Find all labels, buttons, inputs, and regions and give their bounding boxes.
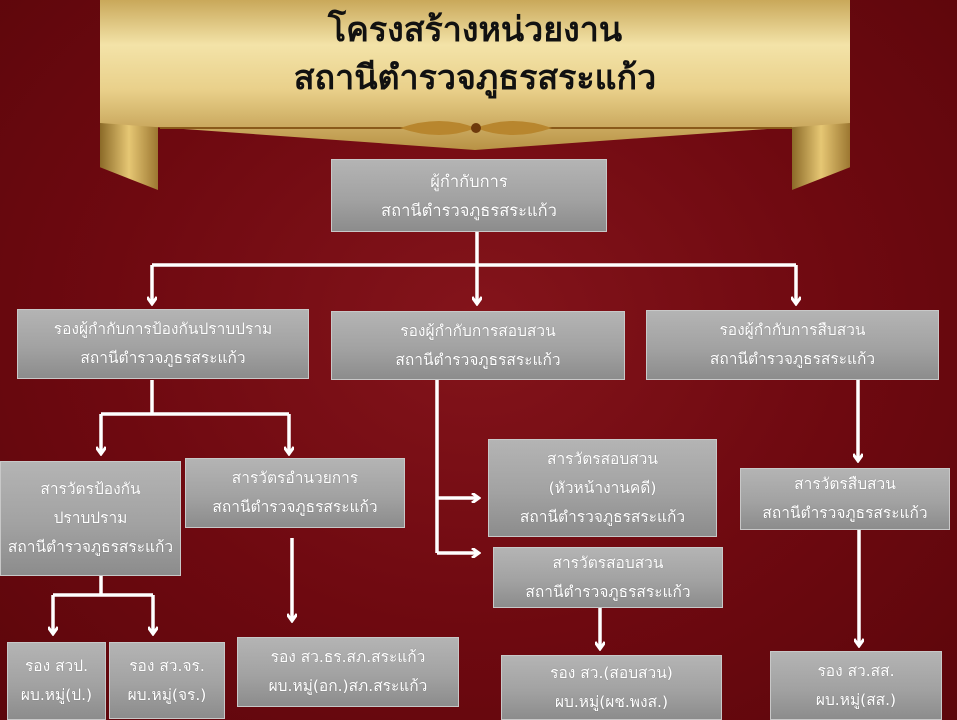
box-deputy-inspector-admin: รอง สว.ธร.สภ.สระแก้ว ผบ.หมู่(อก.)สภ.สระแ…: [237, 637, 459, 707]
box-line: สถานีตำรวจภูธรสระแก้ว: [7, 538, 174, 556]
box-line: สถานีตำรวจภูธรสระแก้ว: [762, 504, 928, 522]
box-line: สารวัตรสอบสวน: [547, 449, 658, 468]
box-inspector-administration: สารวัตรอำนวยการ สถานีตำรวจภูธรสระแก้ว: [185, 458, 405, 528]
box-line: ผู้กำกับการ: [430, 171, 508, 191]
box-inspector-inquiry-head: สารวัตรสอบสวน (หัวหน้างานคดี) สถานีตำรวจ…: [488, 439, 717, 537]
box-deputy-crime-prevention: รองผู้กำกับการป้องกันปราบปราม สถานีตำรวจ…: [17, 309, 309, 379]
box-line: รอง สว.จร.: [129, 656, 205, 675]
ornament-divider: [160, 121, 792, 135]
box-line: สถานีตำรวจภูธรสระแก้ว: [525, 582, 691, 601]
box-line: สารวัตรสืบสวน: [794, 475, 896, 493]
box-line: ผบ.หมู่(อก.)สภ.สระแก้ว: [268, 677, 428, 695]
box-line: ผบ.หมู่(ป.): [20, 686, 93, 704]
box-line: สถานีตำรวจภูธรสระแก้ว: [381, 200, 557, 220]
box-line: สารวัตรอำนวยการ: [231, 469, 359, 487]
box-inspector-crime-prevention: สารวัตรป้องกัน ปราบปราม สถานีตำรวจภูธรสร…: [0, 461, 181, 576]
box-line: รอง สว.(สอบสวน): [550, 663, 673, 682]
box-deputy-inquiry: รองผู้กำกับการสอบสวน สถานีตำรวจภูธรสระแก…: [331, 311, 625, 380]
box-line: รองผู้กำกับการป้องกันปราบปราม: [53, 320, 273, 338]
box-line: ผบ.หมู่(สส.): [815, 690, 897, 709]
box-line: รองผู้กำกับการสืบสวน: [719, 321, 866, 339]
box-line: รองผู้กำกับการสอบสวน: [400, 321, 556, 340]
page-title: โครงสร้างหน่วยงาน: [327, 10, 623, 50]
box-superintendent: ผู้กำกับการ สถานีตำรวจภูธรสระแก้ว: [331, 159, 607, 232]
box-line: สถานีตำรวจภูธรสระแก้ว: [80, 349, 246, 367]
box-deputy-inspector-inquiry: รอง สว.(สอบสวน) ผบ.หมู่(ผช.พงส.): [501, 655, 722, 720]
box-inspector-investigation: สารวัตรสืบสวน สถานีตำรวจภูธรสระแก้ว: [740, 468, 950, 530]
box-line: สถานีตำรวจภูธรสระแก้ว: [395, 350, 561, 369]
box-line: (หัวหน้างานคดี): [548, 478, 657, 497]
box-line: สถานีตำรวจภูธรสระแก้ว: [709, 350, 876, 368]
box-line: สารวัตรป้องกัน: [40, 480, 141, 498]
box-deputy-inspector-traffic: รอง สว.จร. ผบ.หมู่(จร.): [109, 642, 225, 719]
box-deputy-inspector-investigation: รอง สว.สส. ผบ.หมู่(สส.): [770, 651, 942, 720]
box-inspector-inquiry: สารวัตรสอบสวน สถานีตำรวจภูธรสระแก้ว: [493, 547, 723, 608]
box-deputy-inspector-patrol: รอง สวป. ผบ.หมู่(ป.): [7, 642, 106, 720]
box-line: รอง สว.ธร.สภ.สระแก้ว: [270, 648, 426, 666]
box-line: ปราบปราม: [53, 509, 128, 527]
box-deputy-investigation: รองผู้กำกับการสืบสวน สถานีตำรวจภูธรสระแก…: [646, 310, 939, 380]
box-line: ผบ.หมู่(ผช.พงส.): [554, 692, 669, 711]
box-line: สถานีตำรวจภูธรสระแก้ว: [519, 507, 686, 526]
box-line: รอง สว.สส.: [817, 661, 895, 680]
box-line: สถานีตำรวจภูธรสระแก้ว: [212, 498, 378, 516]
page-subtitle: สถานีตำรวจภูธรสระแก้ว: [293, 58, 657, 98]
box-line: ผบ.หมู่(จร.): [127, 685, 207, 704]
box-line: สารวัตรสอบสวน: [552, 553, 664, 572]
box-line: รอง สวป.: [24, 657, 89, 675]
